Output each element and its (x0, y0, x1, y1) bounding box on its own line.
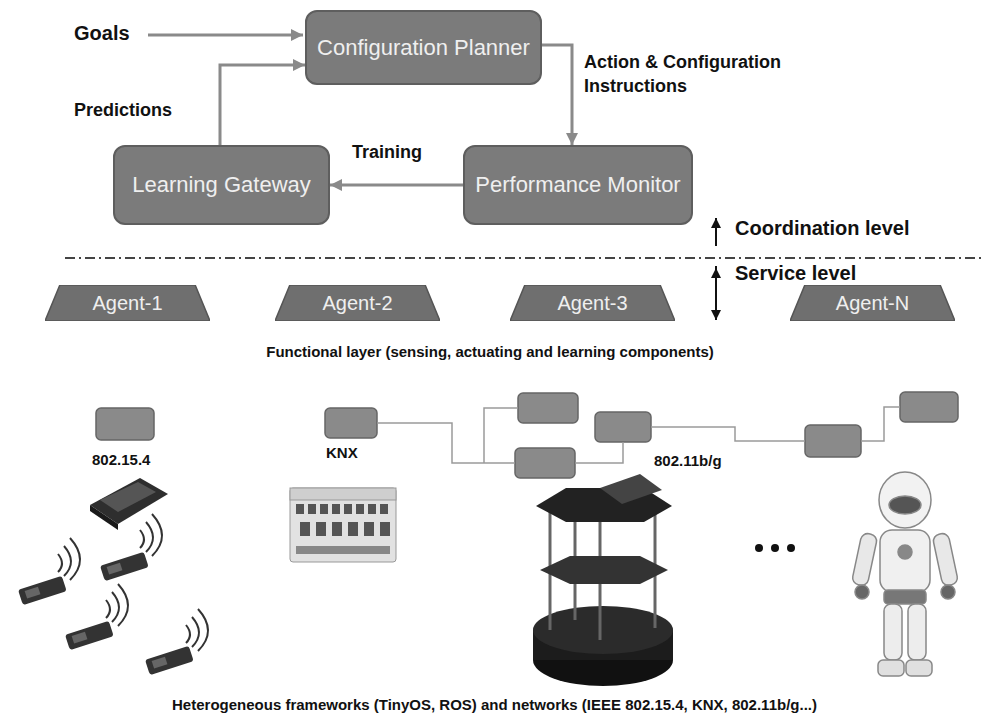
level-label: Service level (735, 262, 856, 285)
edge-label: Training (350, 140, 424, 164)
node-text: Agent-N (836, 292, 909, 314)
node-text: Learning Gateway (132, 172, 311, 197)
trapezoid-fill (275, 285, 440, 321)
network-label: 802.11b/g (654, 452, 722, 469)
flow-arrow (542, 45, 572, 145)
node-text: Agent-1 (92, 292, 162, 314)
agent-shape: Agent-1 (45, 285, 210, 321)
footer-caption: Heterogeneous frameworks (TinyOS, ROS) a… (0, 696, 989, 713)
layer-caption: Functional layer (sensing, actuating and… (90, 343, 890, 360)
gateway-box: Learning Gateway (113, 145, 330, 225)
network-label: KNX (326, 444, 358, 461)
level-arrow (715, 218, 717, 246)
component-wires (377, 407, 900, 463)
node-text: Configuration Planner (317, 35, 530, 60)
trapezoid-fill (790, 285, 955, 321)
knx-device (290, 488, 396, 562)
agent-shape: Agent-N (790, 285, 955, 321)
agent-shape: Agent-2 (275, 285, 440, 321)
flow-arrow (220, 65, 305, 145)
input-arrow (148, 34, 303, 37)
level-label: Coordination level (735, 217, 909, 240)
level-arrow (715, 268, 717, 300)
sensor-motes (18, 514, 208, 675)
node-text: Agent-2 (322, 292, 392, 314)
trapezoid-fill (45, 285, 210, 321)
planner-box: Configuration Planner (305, 10, 542, 85)
input-label: Goals (74, 22, 130, 45)
edge-label: Predictions (72, 98, 174, 122)
level-divider (65, 257, 985, 259)
mobile-robot (533, 474, 673, 686)
node-text: Agent-3 (557, 292, 627, 314)
sensor-board (90, 478, 168, 530)
humanoid-robot (851, 472, 958, 676)
level-arrow (715, 266, 717, 320)
component-boxes (96, 392, 958, 478)
trapezoid-fill (510, 285, 675, 321)
network-label: 802.15.4 (92, 451, 150, 468)
edge-label: Action & Configuration Instructions (582, 50, 801, 99)
ellipsis-dots (755, 544, 795, 552)
monitor-box: Performance Monitor (463, 145, 693, 225)
flow-arrow (330, 184, 463, 187)
node-text: Performance Monitor (475, 172, 680, 197)
agent-shape: Agent-3 (510, 285, 675, 321)
